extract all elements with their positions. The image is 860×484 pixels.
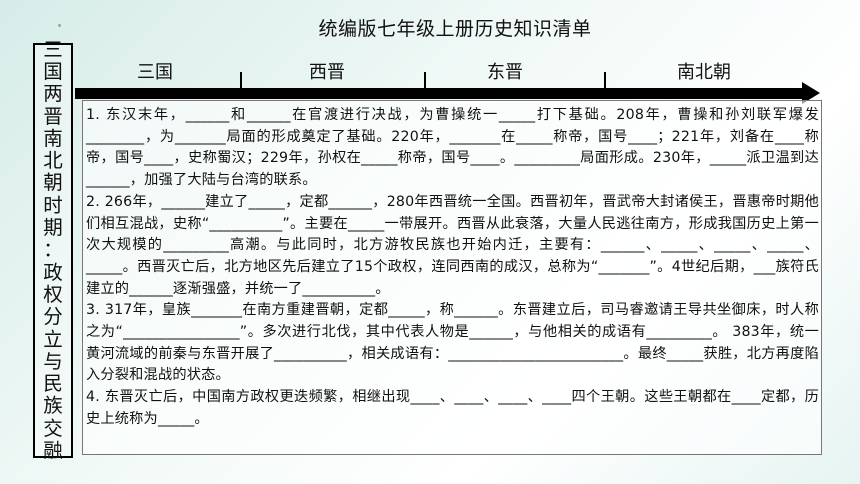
timeline-labels: 三国 西晋 东晋 南北朝 <box>75 58 765 83</box>
knowledge-list-box: 1. 东汉末年，______和______在官渡进行决战，为曹操统一_____打… <box>82 100 822 455</box>
decorative-dot <box>58 24 61 27</box>
timeline-divider <box>424 72 426 90</box>
timeline-label-nanbeichao: 南北朝 <box>677 62 731 83</box>
vertical-char: 族 <box>43 394 63 418</box>
vertical-char: 两 <box>43 82 63 106</box>
vertical-char: ： <box>43 238 63 262</box>
timeline-label-sanguo: 三国 <box>137 62 173 83</box>
vertical-char: 民 <box>43 372 63 396</box>
vertical-char: 政 <box>43 260 63 284</box>
timeline-label-dongjin: 东晋 <box>487 62 523 83</box>
timeline-arrow-head <box>802 82 820 104</box>
vertical-char: 北 <box>43 149 63 173</box>
vertical-char: 朝 <box>43 171 63 195</box>
page-title: 统编版七年级上册历史知识清单 <box>318 18 592 40</box>
vertical-char: 时 <box>43 193 63 217</box>
vertical-char: 三 <box>43 37 63 61</box>
knowledge-item-3: 3. 317年，皇族_______在南方重建晋朝，定都_____，称______… <box>86 302 819 384</box>
knowledge-item-4: 4. 东晋灭亡后，中国南方政权更迭频繁，相继出现____、____、____、_… <box>86 389 819 427</box>
vertical-char: 国 <box>43 59 63 83</box>
timeline-label-xijin: 西晋 <box>309 62 345 83</box>
vertical-char: 分 <box>43 305 63 329</box>
timeline-divider <box>240 72 242 90</box>
vertical-char: 立 <box>43 327 63 351</box>
vertical-char: 晋 <box>43 104 63 128</box>
vertical-char: 与 <box>43 349 63 373</box>
vertical-char: 南 <box>43 126 63 150</box>
timeline-divider <box>604 72 606 90</box>
vertical-char: 融 <box>43 439 63 463</box>
vertical-topic-label: 三 国 两 晋 南 北 朝 时 期 ： 政 权 分 立 与 民 族 交 融 <box>33 38 73 462</box>
vertical-char: 权 <box>43 282 63 306</box>
timeline-arrow-bar <box>75 88 803 99</box>
knowledge-item-2: 2. 266年，______建立了_____，定都______，280年西晋统一… <box>86 193 819 297</box>
vertical-char: 期 <box>43 216 63 240</box>
knowledge-item-1: 1. 东汉末年，______和______在官渡进行决战，为曹操统一_____打… <box>86 107 819 189</box>
vertical-char: 交 <box>43 416 63 440</box>
